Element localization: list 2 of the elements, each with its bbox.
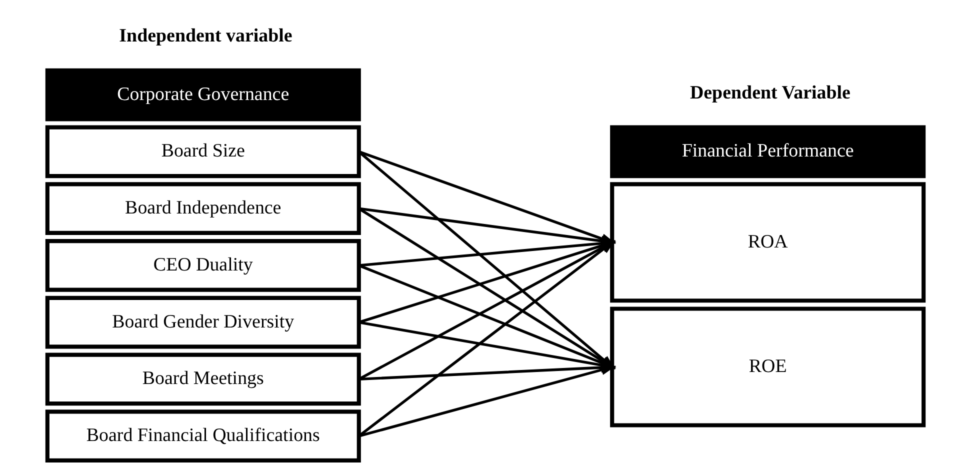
label: Dependent Variable: [690, 82, 850, 104]
label: Independent variable: [119, 26, 292, 47]
